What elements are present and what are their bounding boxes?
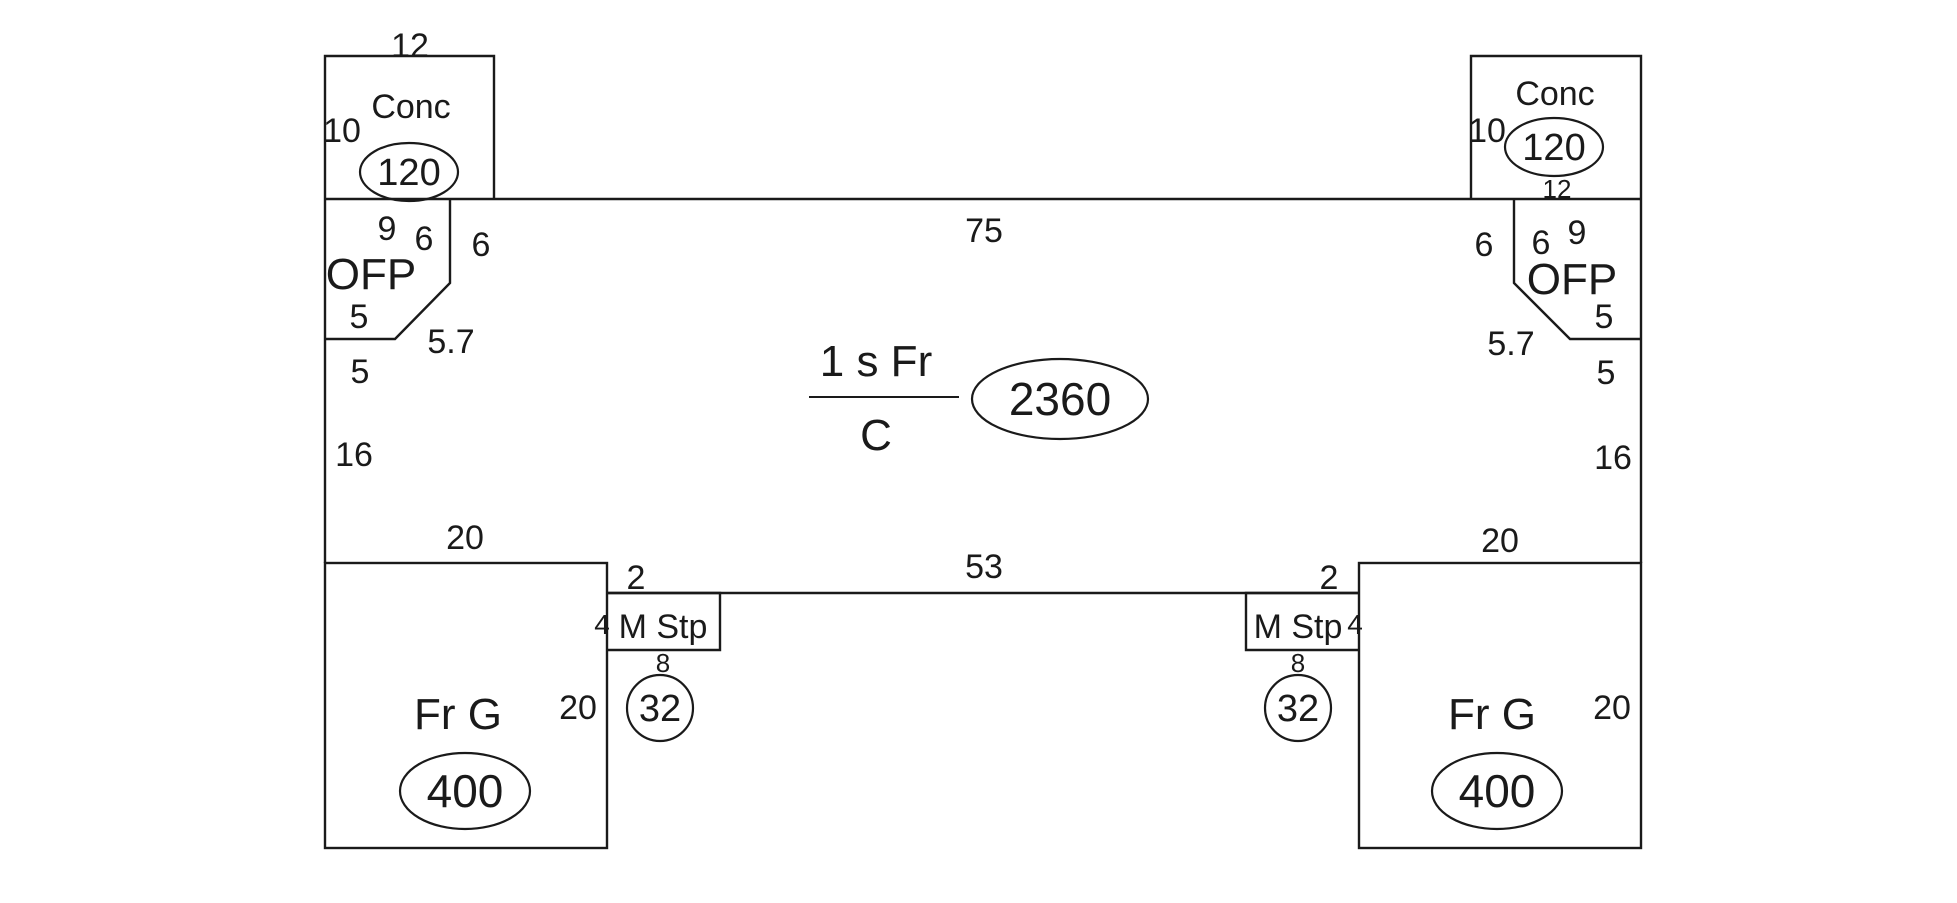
stoop-right-area: 32 <box>1277 688 1319 730</box>
porch-left-dim-angle: 6 <box>415 220 434 258</box>
concrete-left-dim-top: 12 <box>391 27 429 65</box>
garage-left-dim-side: 20 <box>559 689 597 727</box>
garage-right-dim-top: 20 <box>1481 522 1519 560</box>
porch-left-dim-top: 9 <box>378 210 397 248</box>
garage-right-outline <box>1357 561 1643 850</box>
main-house-dim-bottom: 53 <box>965 548 1003 586</box>
stoop-right-dim-bottom: 8 <box>1291 648 1305 678</box>
porch-right-dim-right: 5 <box>1595 298 1614 336</box>
concrete-right-area: 120 <box>1522 127 1585 169</box>
stoop-left-area-circle <box>625 673 695 743</box>
main-house-area: 2360 <box>1009 373 1111 425</box>
porch-left-label: OFP <box>326 250 416 299</box>
concrete-left-outline <box>323 54 496 199</box>
porch-right-dim-below: 5 <box>1597 354 1616 392</box>
porch-right-dim-left: 6 <box>1475 226 1494 264</box>
garage-left-outline <box>323 561 609 850</box>
main-house-label-bottom: C <box>860 411 892 460</box>
stoop-right-area-circle <box>1263 673 1333 743</box>
porch-left-dim-right: 6 <box>472 226 491 264</box>
main-house-dim-top: 75 <box>965 212 1003 250</box>
main-house-dim-left: 16 <box>335 436 373 474</box>
porch-right-dim-top: 9 <box>1568 214 1587 252</box>
stoop-left-outline <box>607 591 722 652</box>
stoop-right-dim-side: 4 <box>1347 609 1363 640</box>
concrete-left-area: 120 <box>377 152 440 194</box>
concrete-left-dim-side: 10 <box>323 112 361 150</box>
stoop-left-area: 32 <box>639 688 681 730</box>
stoop-left-label: M Stp <box>619 608 708 646</box>
porch-right-dim-diag: 5.7 <box>1487 325 1534 363</box>
main-house-label-top: 1 s Fr <box>820 337 932 386</box>
stoop-left-dim-bottom: 8 <box>656 648 670 678</box>
porch-left-dim-left: 5 <box>350 298 369 336</box>
stoop-right-dim-top: 2 <box>1320 559 1339 597</box>
garage-right-area: 400 <box>1459 765 1536 817</box>
concrete-right-dim-side: 10 <box>1468 112 1506 150</box>
porch-left-dim-below: 5 <box>351 353 370 391</box>
stoop-left-dim-top: 2 <box>627 559 646 597</box>
stoop-left-dim-side: 4 <box>594 609 610 640</box>
concrete-right-area-oval <box>1503 116 1605 178</box>
main-house-area-oval <box>970 357 1150 441</box>
garage-right-area-oval <box>1430 751 1564 831</box>
concrete-left-area-oval <box>358 141 460 203</box>
garage-left-dim-top: 20 <box>446 519 484 557</box>
porch-left-dim-diag: 5.7 <box>427 323 474 361</box>
porch-right-outline <box>1512 199 1641 341</box>
garage-left-area: 400 <box>427 765 504 817</box>
garage-right-label: Fr G <box>1448 690 1536 739</box>
porch-left-outline <box>325 199 452 341</box>
concrete-right-label: Conc <box>1515 75 1594 113</box>
garage-right-dim-side: 20 <box>1593 689 1631 727</box>
concrete-right-outline <box>1469 54 1643 199</box>
plan-outline <box>323 54 1643 850</box>
stoop-right-label: M Stp <box>1254 608 1343 646</box>
concrete-right-dim-bottom: 12 <box>1543 174 1572 204</box>
concrete-left-label: Conc <box>371 88 450 126</box>
porch-right-label: OFP <box>1527 255 1617 304</box>
stoop-right-outline <box>1244 591 1359 652</box>
main-house-dim-right: 16 <box>1594 439 1632 477</box>
garage-left-label: Fr G <box>414 690 502 739</box>
garage-left-area-oval <box>398 751 532 831</box>
porch-right-dim-angle: 6 <box>1532 224 1551 262</box>
